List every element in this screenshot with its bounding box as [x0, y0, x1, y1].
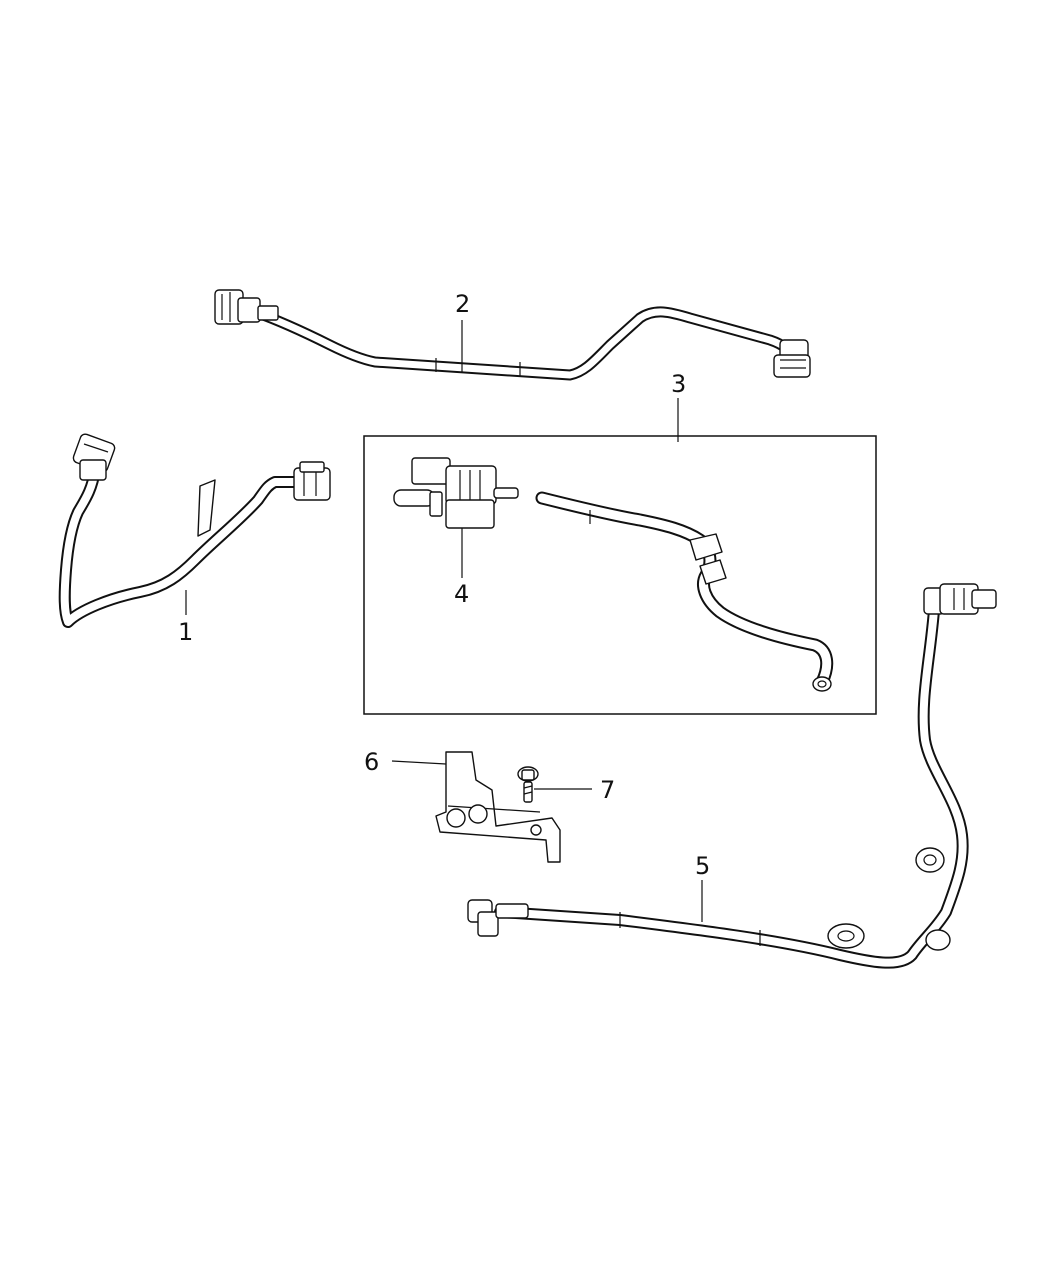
- callout-label-7: 7: [600, 776, 615, 804]
- part-1-left-connector: [72, 433, 116, 481]
- part-5-hose[interactable]: [467, 583, 997, 969]
- part-2-left-connector: [214, 289, 279, 325]
- part-1-right-connector: [293, 461, 331, 501]
- part-1-hose[interactable]: [58, 433, 331, 628]
- callout-label-3: 3: [671, 370, 686, 398]
- part-5-clip: [827, 923, 865, 949]
- part-4-valve[interactable]: [393, 457, 519, 529]
- part-5-clip: [925, 929, 951, 951]
- callout-label-2: 2: [455, 290, 470, 318]
- part-7-bolt[interactable]: [517, 766, 539, 803]
- part-5-clip: [915, 847, 945, 873]
- part-3-kit-box[interactable]: [363, 435, 877, 715]
- callout-label-5: 5: [695, 852, 710, 880]
- part-2-hose[interactable]: [214, 289, 811, 381]
- callout-label-1: 1: [178, 618, 193, 646]
- part-5-upper-connector: [923, 583, 997, 615]
- part-6-bracket[interactable]: [435, 751, 561, 863]
- part-3-hose[interactable]: [535, 491, 834, 692]
- leader-line-6: [391, 760, 447, 765]
- callout-label-6: 6: [364, 748, 379, 776]
- part-5-left-connector: [467, 899, 529, 937]
- callout-label-4: 4: [454, 580, 469, 608]
- part-2-right-connector: [773, 339, 811, 378]
